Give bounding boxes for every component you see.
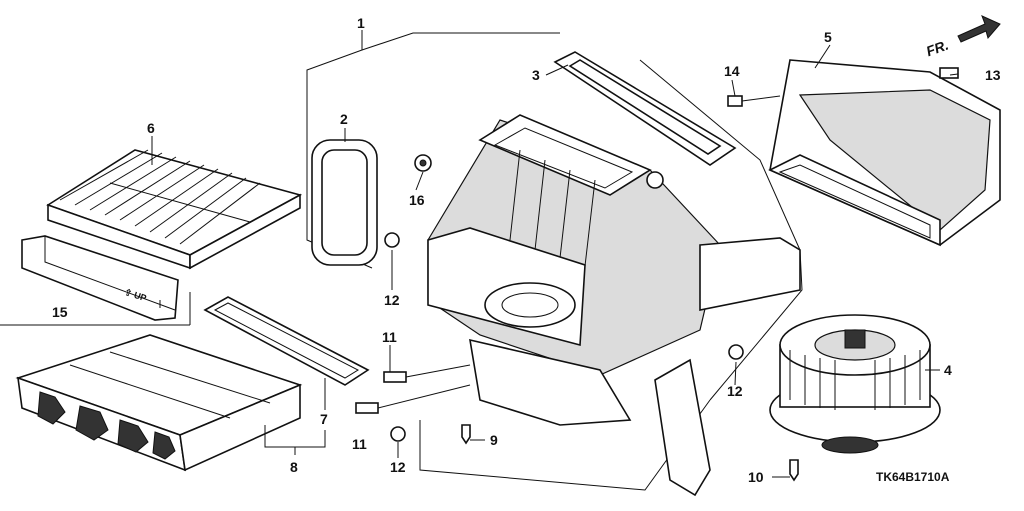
callout-12-right: 12 (727, 383, 743, 399)
blower-housing-1 (427, 114, 801, 497)
duct-5 (768, 59, 1001, 247)
callout-16: 16 (409, 192, 425, 208)
seal-7 (203, 296, 370, 386)
filter-element-6 (46, 149, 303, 270)
callout-14: 14 (724, 63, 740, 79)
callout-3: 3 (532, 67, 540, 83)
callout-7: 7 (320, 411, 328, 427)
callout-5: 5 (824, 29, 832, 45)
callout-6: 6 (147, 120, 155, 136)
fasteners (355, 67, 959, 482)
callout-4: 4 (944, 362, 952, 378)
callout-12-bottom: 12 (390, 459, 406, 475)
diagram-code: TK64B1710A (876, 470, 950, 484)
blower-motor-4 (769, 314, 941, 454)
callout-11-lower: 11 (352, 436, 367, 452)
callout-13: 13 (985, 67, 1001, 83)
callout-10: 10 (748, 469, 764, 485)
callout-9: 9 (490, 432, 498, 448)
callout-11-upper: 11 (382, 329, 397, 345)
callout-8: 8 (290, 459, 298, 475)
filter-cover-15 (0, 235, 191, 326)
callout-12-top: 12 (384, 292, 400, 308)
callout-2: 2 (340, 111, 348, 127)
callout-15: 15 (52, 304, 68, 320)
callout-1: 1 (357, 15, 365, 31)
filter-case-8 (15, 334, 303, 472)
gasket-3 (553, 51, 737, 166)
gasket-2 (311, 139, 378, 266)
leader-lines (151, 30, 959, 478)
front-direction-arrow (957, 15, 1001, 43)
